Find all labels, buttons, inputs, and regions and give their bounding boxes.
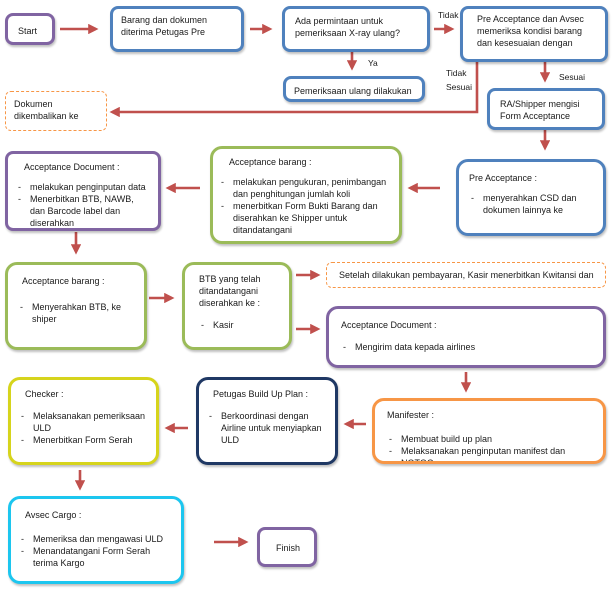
- acceptance-barang-2-item: Menyerahkan BTB, ke shiper: [18, 301, 134, 325]
- checker-item: Melaksanakan pemeriksaan ULD: [19, 410, 148, 434]
- dokumen-dikembalikan-node: Dokumen dikembalikan ke: [5, 91, 107, 131]
- arrow-preaccept-to-dokumen: [109, 62, 479, 118]
- pemeriksaan-ulang-node: Pemeriksaan ulang dilakukan di: [283, 76, 425, 102]
- acceptance-document-1-item: melakukan penginputan data: [16, 181, 150, 193]
- acceptance-barang-1-item: melakukan pengukuran, penimbangan dan pe…: [219, 176, 391, 200]
- avsec-cargo-item: Menandatangani Form Serah terima Kargo: [19, 545, 173, 569]
- barang-diterima-node: Barang dan dokumen diterima Petugas Pre: [110, 6, 244, 52]
- avsec-cargo-node: Avsec Cargo : Memeriksa dan mengawasi UL…: [8, 496, 184, 584]
- pre-acceptance-2-item: menyerahkan CSD dan dokumen lainnya ke: [469, 192, 595, 216]
- acceptance-document-1-title: Acceptance Document :: [24, 162, 120, 172]
- finish-node: Finish: [257, 527, 317, 567]
- checker-item: Menerbitkan Form Serah: [19, 434, 148, 446]
- pre-acceptance-avsec-title: Pre Acceptance dan Avsec memeriksa kondi…: [477, 14, 584, 48]
- label-sesuai: Sesuai: [559, 72, 585, 82]
- checker-node: Checker : Melaksanakan pemeriksaan ULD M…: [8, 377, 159, 465]
- pre-acceptance-avsec-node: Pre Acceptance dan Avsec memeriksa kondi…: [460, 6, 608, 62]
- permintaan-xray-node: Ada permintaan untuk pemeriksaan X-ray u…: [282, 6, 430, 52]
- acceptance-document-2-title: Acceptance Document :: [341, 320, 437, 330]
- pre-acceptance-2-title: Pre Acceptance :: [469, 173, 538, 183]
- build-up-plan-node: Petugas Build Up Plan : Berkoordinasi de…: [196, 377, 338, 465]
- barang-diterima-title: Barang dan dokumen diterima Petugas Pre: [121, 15, 208, 37]
- checker-title: Checker :: [25, 389, 64, 399]
- label-tidak-sesuai: Tidak Sesuai: [446, 68, 472, 92]
- btb-ditandatangani-node: BTB yang telah ditandatangani diserahkan…: [182, 262, 292, 350]
- acceptance-barang-2-title: Acceptance barang :: [22, 276, 105, 286]
- avsec-cargo-title: Avsec Cargo :: [25, 510, 82, 520]
- acceptance-document-2-node: Acceptance Document : Mengirim data kepa…: [326, 306, 606, 368]
- label-ya: Ya: [368, 58, 378, 68]
- acceptance-barang-1-item: menerbitkan Form Bukti Barang dan disera…: [219, 200, 391, 236]
- label-tidak: Tidak: [438, 10, 459, 20]
- btb-ditandatangani-item: Kasir: [199, 319, 281, 331]
- pre-acceptance-2-node: Pre Acceptance : menyerahkan CSD dan dok…: [456, 159, 606, 236]
- manifester-item: Melaksanakan penginputan manifest dan NO…: [387, 445, 595, 461]
- acceptance-document-1-item: Menerbitkan BTB, NAWB, dan Barcode label…: [16, 193, 150, 228]
- kwitansi-title: Setelah dilakukan pembayaran, Kasir mene…: [339, 270, 594, 280]
- acceptance-barang-2-node: Acceptance barang : Menyerahkan BTB, ke …: [5, 262, 147, 350]
- avsec-cargo-item: Memeriksa dan mengawasi ULD: [19, 533, 173, 545]
- start-node-title: Start: [18, 26, 38, 36]
- pemeriksaan-ulang-title: Pemeriksaan ulang dilakukan di: [294, 86, 412, 99]
- finish-node-title: Finish: [276, 543, 301, 553]
- permintaan-xray-title: Ada permintaan untuk pemeriksaan X-ray u…: [295, 16, 401, 38]
- kwitansi-node: Setelah dilakukan pembayaran, Kasir mene…: [326, 262, 606, 288]
- acceptance-document-2-item: Mengirim data kepada airlines: [341, 341, 595, 353]
- build-up-plan-item: Berkoordinasi dengan Airline untuk menyi…: [207, 410, 327, 446]
- start-node: Start: [5, 13, 55, 45]
- ra-shipper-node: RA/Shipper mengisi Form Acceptance: [487, 88, 605, 130]
- build-up-plan-title: Petugas Build Up Plan :: [213, 389, 309, 399]
- manifester-title: Manifester :: [387, 410, 435, 420]
- acceptance-document-1-node: Acceptance Document : melakukan penginpu…: [5, 151, 161, 231]
- acceptance-barang-1-node: Acceptance barang : melakukan pengukuran…: [210, 146, 402, 244]
- acceptance-barang-1-title: Acceptance barang :: [229, 157, 312, 167]
- dokumen-dikembalikan-title: Dokumen dikembalikan ke: [14, 99, 79, 121]
- ra-shipper-title: RA/Shipper mengisi Form Acceptance: [500, 99, 580, 121]
- manifester-item: Membuat build up plan: [387, 433, 595, 445]
- manifester-node: Manifester : Membuat build up plan Melak…: [372, 398, 606, 464]
- btb-ditandatangani-title: BTB yang telah ditandatangani diserahkan…: [199, 274, 261, 308]
